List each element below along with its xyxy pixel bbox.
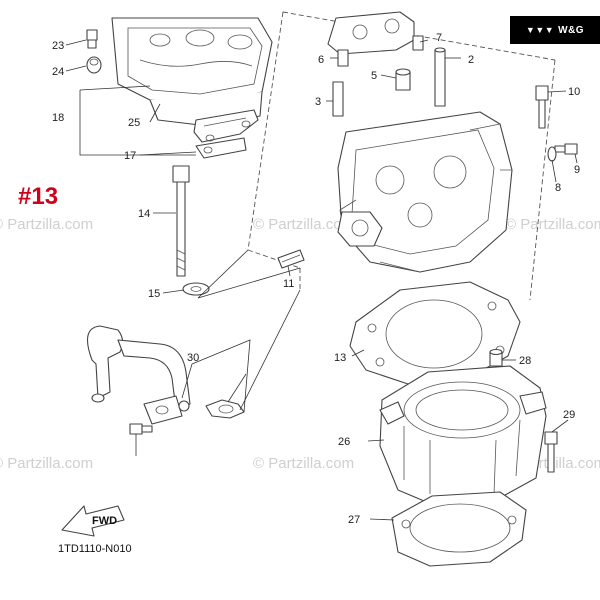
dowel-26 [489,348,503,367]
callout-15: 15 [148,288,160,300]
callout-27: 29 [563,409,575,421]
watermark-left-lower: © Partzilla.com [0,455,93,472]
stud-bolt-short [332,81,344,117]
brand-mark-icon: ▼▼▼ [525,25,555,35]
page-title: #13 [18,183,58,210]
cylinder-bolt-14 [172,165,190,277]
fwd-arrow-icon: FWD [61,505,125,537]
plug-5 [395,68,411,91]
callout-19: 24 [52,66,64,78]
callout-14: 14 [138,208,150,220]
cylinder-base-gasket [391,491,527,567]
brand-logo-box: ▼▼▼ W&G [510,16,600,44]
watermark-left-upper: © Partzilla.com [0,216,93,233]
head-cover-gasket [193,109,259,159]
callout-10: 10 [568,86,580,98]
diagram-code: 1TD1110-N010 [58,543,132,555]
callout-7: 7 [436,32,442,44]
cylinder-block [379,365,547,507]
callout-26: 28 [519,355,531,367]
bolt-8 [554,143,578,155]
callout-17: 17 [124,150,136,162]
callout-6: 6 [318,54,324,66]
water-pipe [86,325,191,425]
callout-3: 3 [315,96,321,108]
pipe-bolt-30 [129,423,153,435]
cylinder-head-cover [111,17,273,127]
leader-lines-15 [197,249,301,299]
pipe-gasket-29 [205,399,245,419]
cylinder-head [337,111,513,273]
callout-13: 13 [334,352,346,364]
callout-2: 2 [468,54,474,66]
cover-bolt [86,29,98,49]
callout-8: 9 [574,164,580,176]
callout-leaders [65,39,578,521]
stud-bolt-11 [277,249,305,269]
watermark-center-upper: © Partzilla.com [253,216,354,233]
watermark-center-lower: © Partzilla.com [253,455,354,472]
leader-line-pipe-head [239,289,301,411]
cylinder-bolt-27 [544,431,558,473]
callout-18: 23 [52,40,64,52]
brand-name: W&G [558,24,585,36]
callout-9: 8 [555,182,561,194]
callout-28: 30 [187,352,199,364]
leader-lines-28-29 [191,339,251,413]
callout-25: 27 [348,514,360,526]
watermark-right-upper: © Partzilla.com [505,216,600,233]
callout-11: 11 [283,278,294,290]
cover-grommet [86,56,102,74]
stud-bolt-long [434,47,446,107]
callout-5: 5 [371,70,377,82]
callout-16: 18 [52,112,64,124]
cylinder-head-gasket [349,281,521,385]
bracket-16 [79,85,196,156]
washer-9 [547,146,557,162]
washer-15 [182,282,210,296]
camshaft-cap [327,11,415,55]
head-bolt-10 [535,85,549,129]
callout-labels: 23 24 18 25 17 14 15 7 2 6 5 3 10 9 8 11… [52,32,580,526]
callout-23: 25 [128,117,140,129]
callout-24: 26 [338,436,350,448]
fwd-label: FWD [92,515,117,527]
